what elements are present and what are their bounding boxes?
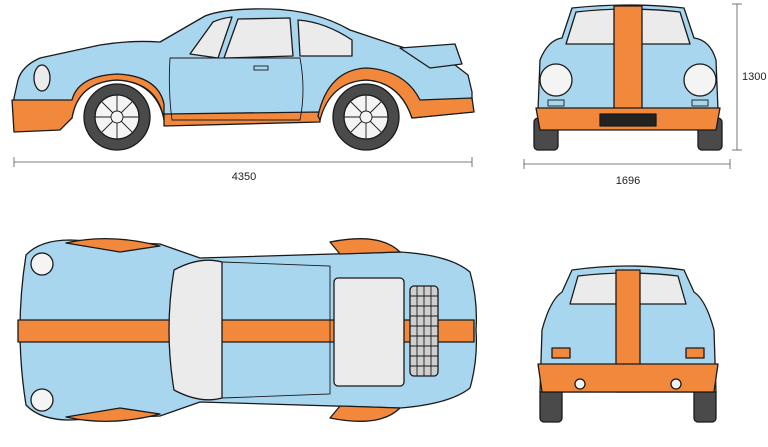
side-rear-spoiler	[399, 43, 463, 69]
top-center-stripe	[17, 319, 475, 343]
side-headlight	[33, 64, 51, 92]
front-view	[533, 4, 723, 151]
top-left-headlight	[30, 252, 54, 276]
rear-wheel-rim	[343, 94, 389, 140]
front-center-stripe	[613, 5, 643, 111]
front-right-headlight	[683, 63, 717, 97]
rear-exhaust-left	[574, 378, 586, 390]
rear-right-tire	[693, 387, 717, 423]
front-left-headlight	[539, 63, 573, 97]
top-roof	[221, 261, 331, 399]
top-engine-grille	[409, 285, 439, 377]
front-license-plate	[599, 113, 657, 127]
top-front-right-flare	[65, 407, 161, 422]
length-label: 4350	[232, 171, 256, 183]
front-right-turn-signal	[691, 99, 709, 107]
top-view	[17, 238, 478, 422]
side-windshield-glass	[189, 16, 233, 59]
height-label: 1300	[742, 71, 766, 83]
width-label: 1696	[616, 175, 640, 187]
side-rocker-stripe	[163, 111, 321, 127]
side-view	[11, 8, 475, 151]
side-door-handle	[253, 65, 269, 71]
top-right-headlight	[30, 388, 54, 412]
top-rear-window-glass	[333, 277, 405, 387]
rear-left-tire	[539, 387, 563, 423]
top-front-left-flare	[65, 238, 161, 253]
width-dimension: 1696	[523, 159, 731, 187]
rear-view	[537, 265, 719, 423]
top-rear-left-flare	[329, 238, 401, 255]
rear-right-taillight	[685, 347, 705, 359]
side-door-outline	[168, 57, 304, 121]
front-wheel-rim	[94, 94, 140, 140]
top-rear-right-flare	[329, 405, 401, 422]
length-dimension: 4350	[13, 157, 473, 183]
height-dimension: 1300	[732, 3, 766, 151]
rear-left-taillight	[551, 347, 571, 359]
side-rear-window-glass	[297, 19, 353, 57]
front-left-turn-signal	[547, 99, 565, 107]
rear-exhaust-right	[670, 378, 682, 390]
side-rear-arch-stripe	[317, 67, 475, 121]
side-door-window-glass	[223, 17, 294, 59]
top-windshield-glass	[168, 259, 223, 401]
rear-bumper-stripe	[537, 363, 719, 393]
